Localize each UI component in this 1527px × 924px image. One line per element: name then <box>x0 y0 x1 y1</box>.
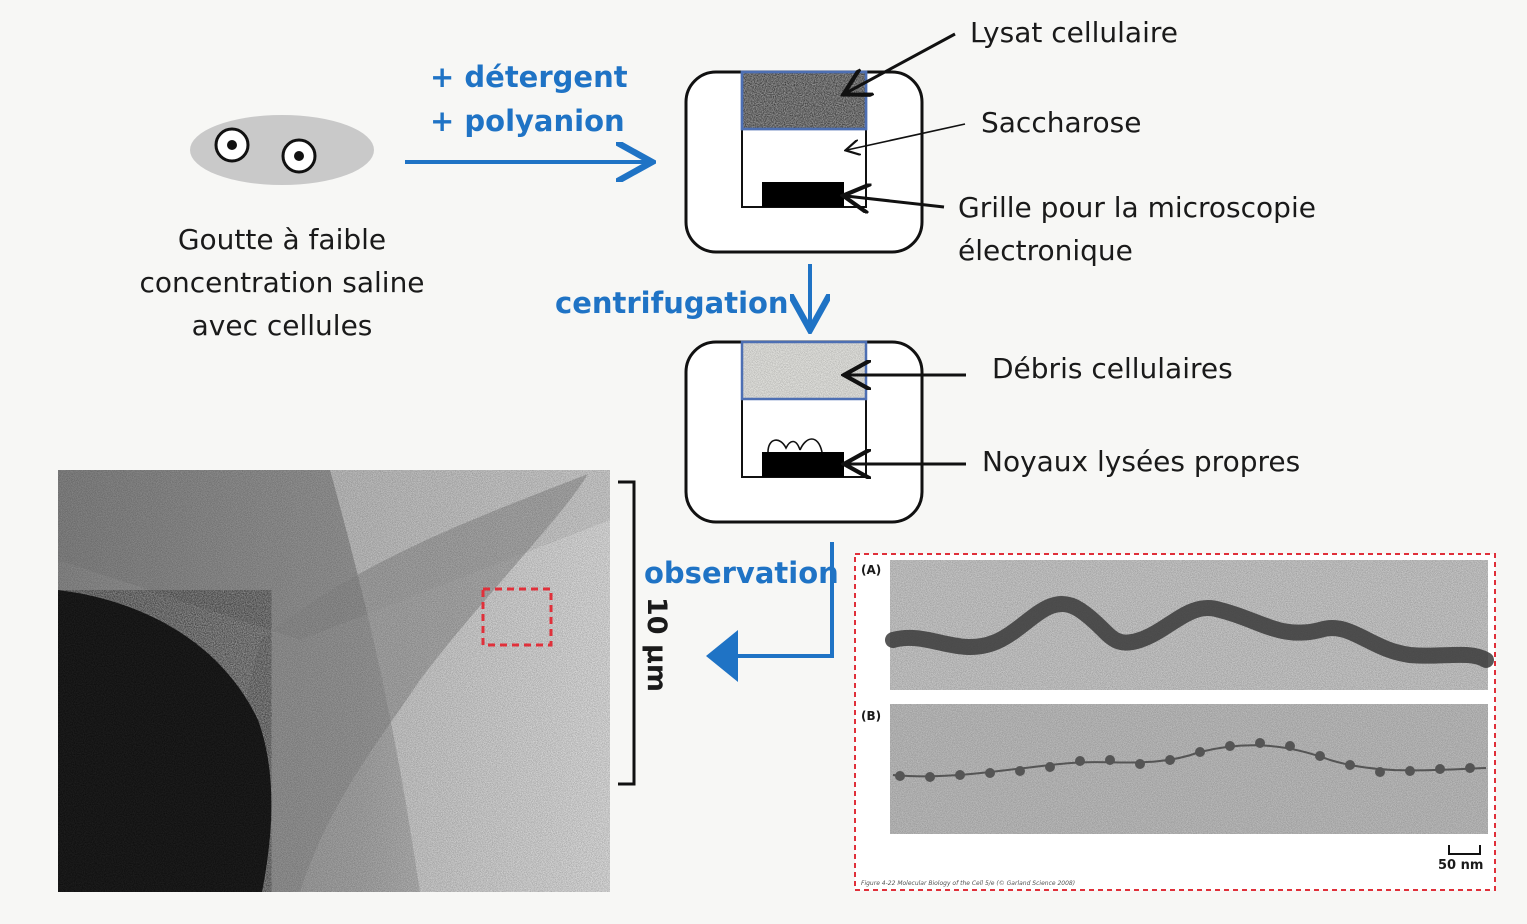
drop-caption: Goutte à faible concentration saline ave… <box>122 218 442 347</box>
inset-credit: Figure 4-22 Molecular Biology of the Cel… <box>861 880 1076 887</box>
drop-caption-line-1: Goutte à faible <box>177 223 387 256</box>
panel-a-label: (A) <box>861 563 882 577</box>
label-sucrose: Saccharose <box>981 106 1142 139</box>
drop-caption-line-3: avec cellules <box>191 309 373 342</box>
tube-1 <box>684 70 924 254</box>
label-lysate: Lysat cellulaire <box>970 16 1178 49</box>
label-grid-line-2: électronique <box>958 234 1133 267</box>
reagent-detergent: + détergent <box>430 60 628 94</box>
panel-b-label: (B) <box>861 709 882 723</box>
drop-caption-line-2: concentration saline <box>139 266 425 299</box>
arrow-observation <box>738 542 834 658</box>
zoom-region <box>481 587 553 647</box>
scale-bracket <box>618 480 636 786</box>
step-centrifugation: centrifugation <box>555 286 789 320</box>
label-debris: Débris cellulaires <box>992 352 1233 385</box>
reagent-polyanion: + polyanion <box>430 104 625 138</box>
scale-50nm: 50 nm <box>1438 858 1484 873</box>
label-grid-line-1: Grille pour la microscopie <box>958 191 1316 224</box>
scale-label-10um: 10 µm <box>641 597 672 692</box>
label-nuclei: Noyaux lysées propres <box>982 445 1301 478</box>
electron-micrograph <box>58 470 610 892</box>
step-observation: observation <box>644 556 839 590</box>
tube-2 <box>684 340 924 524</box>
cell-drop <box>190 115 374 185</box>
label-grid: Grille pour la microscopie électronique <box>958 186 1316 272</box>
inset-panel <box>854 553 1496 891</box>
